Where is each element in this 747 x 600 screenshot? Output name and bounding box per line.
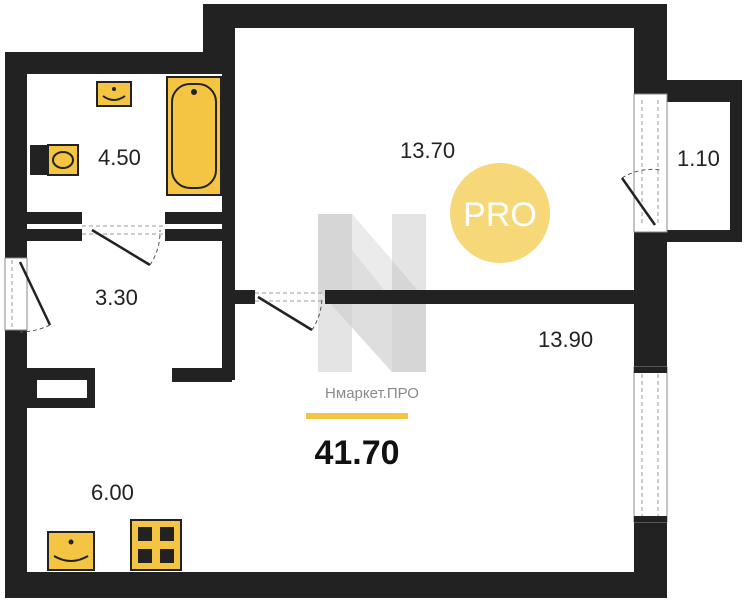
toilet-icon: [30, 144, 79, 176]
room-area-bedroom: 13.90: [538, 327, 593, 352]
room-area-balcony: 1.10: [677, 146, 720, 171]
bathroom-sink-icon: [96, 81, 132, 107]
total-area: 41.70: [314, 434, 399, 472]
bathtub-icon: [166, 76, 222, 196]
kitchen-sink-icon: [47, 531, 95, 571]
walls: [5, 4, 742, 598]
fixtures: [30, 76, 222, 571]
room-area-kitchen: 6.00: [91, 480, 134, 505]
room-area-living: 13.70: [400, 138, 455, 163]
room-area-hall: 3.30: [95, 285, 138, 310]
brand-name: Нмаркет.ПРО: [325, 385, 419, 402]
pro-badge: PRO: [450, 163, 550, 263]
room-area-bathroom: 4.50: [98, 145, 141, 170]
windows: [4, 93, 668, 523]
accent-bar: [306, 413, 408, 419]
stove-icon: [130, 519, 182, 571]
doors: [18, 168, 661, 333]
pro-badge-text: PRO: [463, 196, 537, 234]
